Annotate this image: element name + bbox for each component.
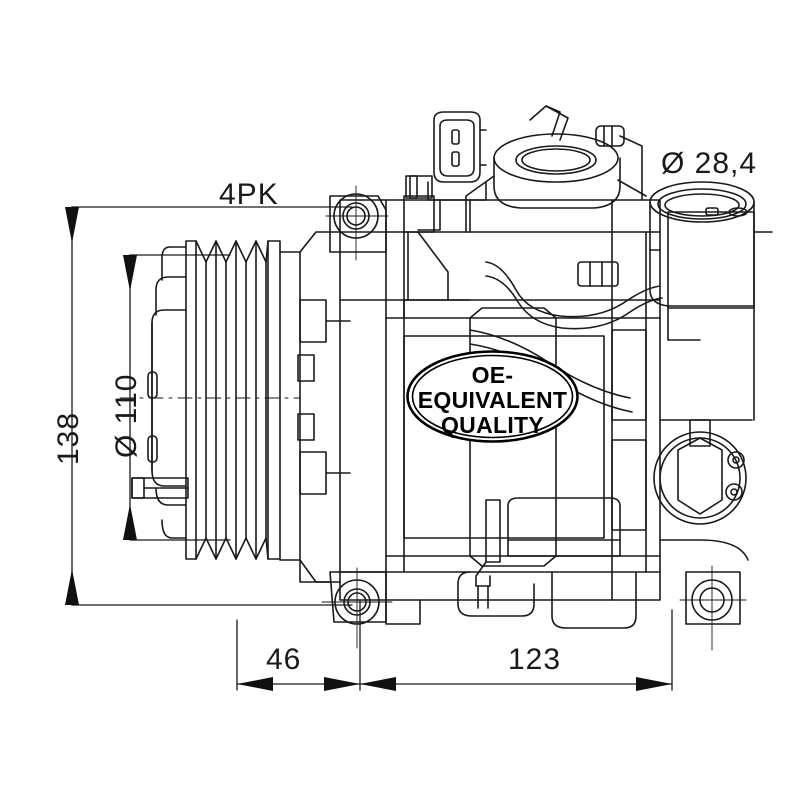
- pulley-assembly: [119, 240, 301, 560]
- label-port-diameter: Ø 28,4: [661, 147, 758, 180]
- electrical-connector: [403, 111, 487, 301]
- dimension-arrowheads: [65, 207, 672, 691]
- dimension-lines: [71, 206, 673, 691]
- top-port-collar: [465, 105, 647, 287]
- clutch-front-plate: [279, 231, 351, 583]
- label-length-front: 46: [266, 643, 302, 676]
- label-pulley-diameter: Ø 110: [110, 373, 143, 459]
- badge-outline: [406, 350, 579, 443]
- label-belt-profile: 4PK: [219, 178, 279, 211]
- mounting-boss-bottom-right: [679, 565, 747, 651]
- label-length-rear: 123: [508, 643, 562, 676]
- badge-line-1: OE-: [471, 362, 514, 388]
- oe-quality-badge: OE- EQUIVALENT QUALITY: [405, 349, 580, 444]
- mounting-boss-top-left: [325, 185, 389, 261]
- badge-line-3: QUALITY: [440, 412, 545, 438]
- mounting-boss-bottom-left: [321, 567, 393, 649]
- right-port-cylinder: [649, 181, 773, 421]
- label-height-overall: 138: [52, 411, 85, 465]
- lower-left-bracket: [299, 559, 421, 625]
- bottom-brackets: [457, 497, 637, 629]
- rear-flange: [653, 419, 753, 561]
- compressor-body: [339, 199, 661, 601]
- badge-line-2: EQUIVALENT: [417, 387, 568, 413]
